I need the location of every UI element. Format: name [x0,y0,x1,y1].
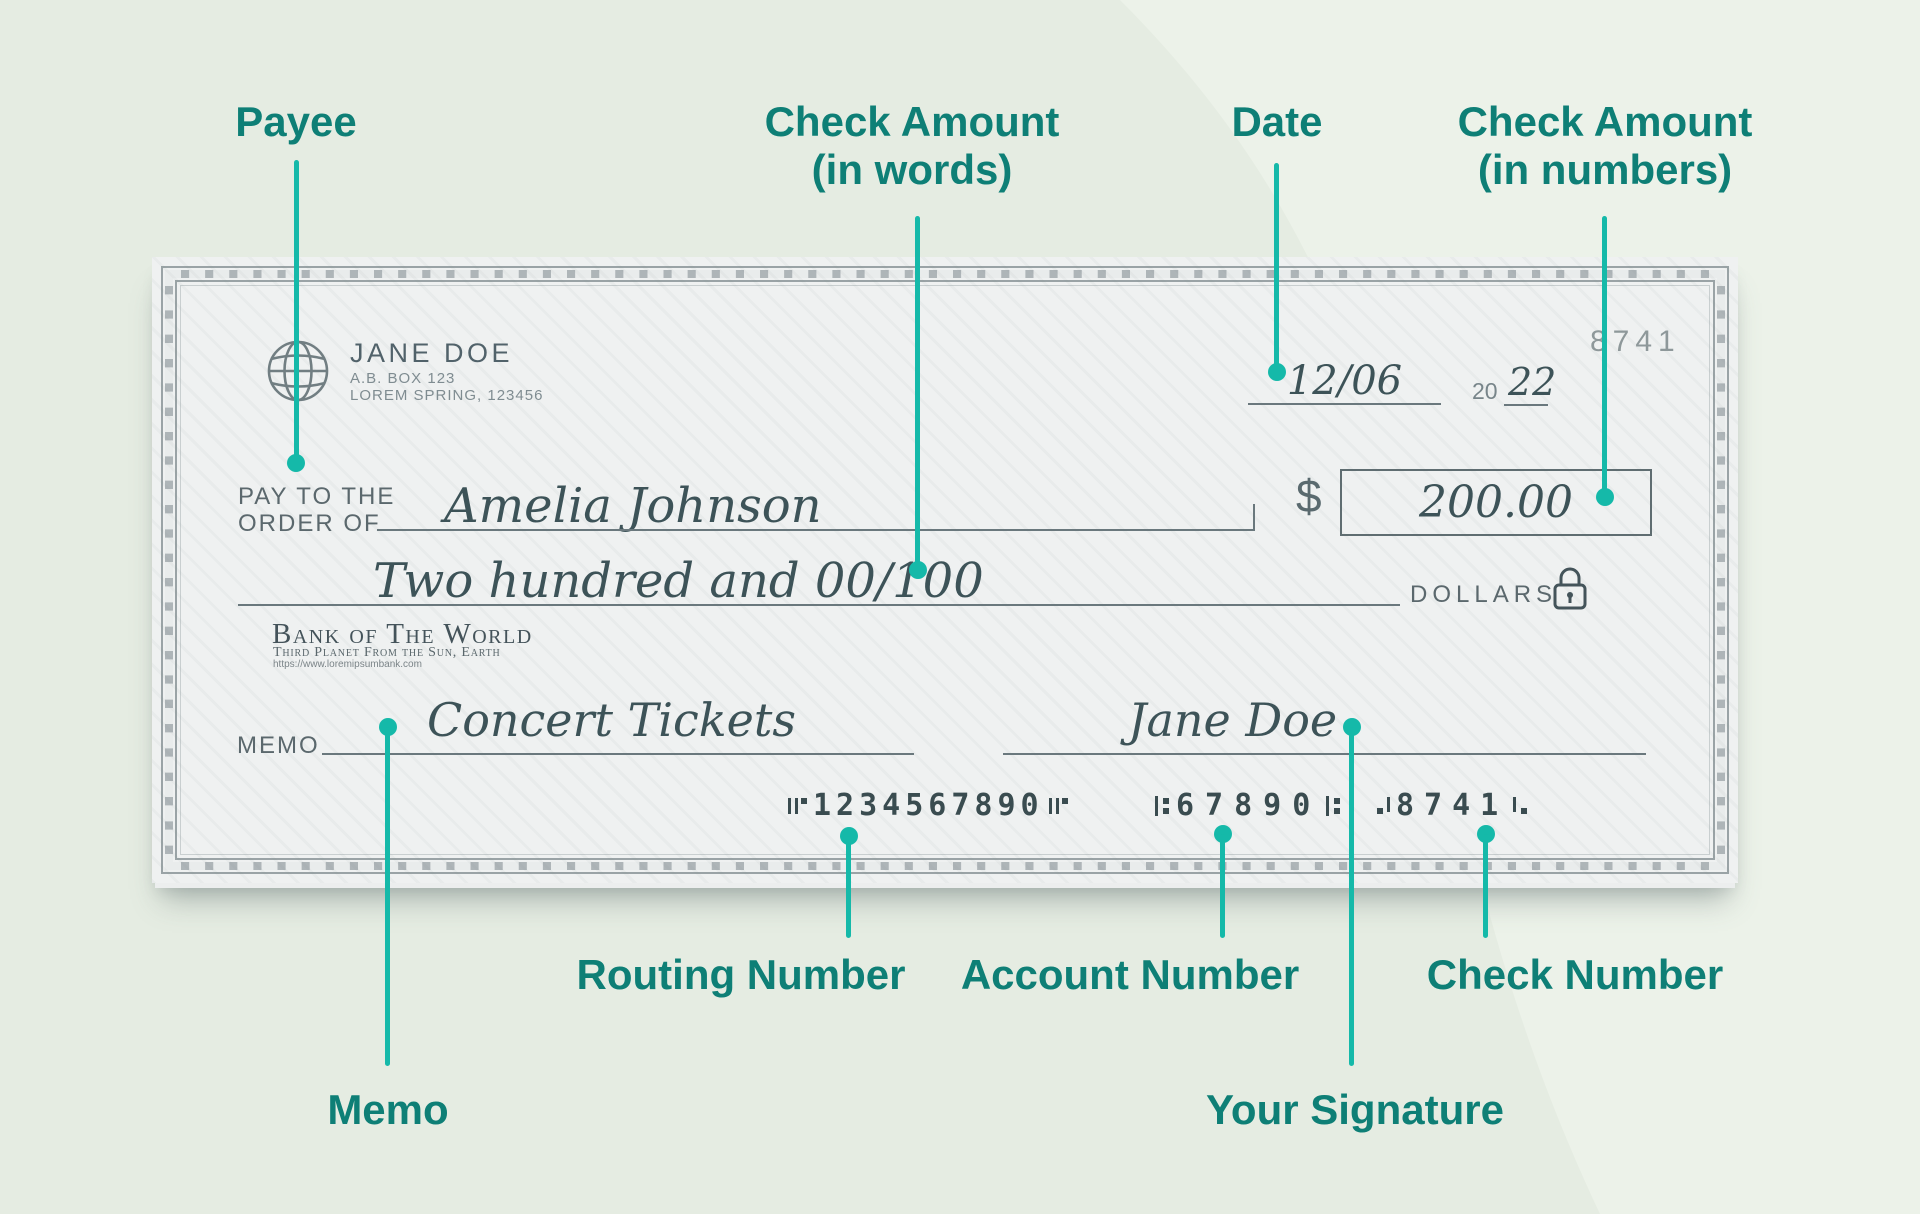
annotation-label-account: Account Number [960,951,1300,998]
annotation-line-payee [294,160,299,462]
amount-numeric-value: 200.00 [1419,476,1573,528]
annotation-line-routing [846,836,851,938]
micr-on-us-symbol [1155,796,1169,816]
annotation-dot-date [1268,363,1286,381]
annotation-label-date: Date [1231,98,1323,145]
micr-check-number-group: 8741 [1372,791,1532,821]
annotation-line-account [1220,834,1225,938]
annotation-line-signature [1349,727,1354,1066]
annotation-dot-amount-words [909,561,927,579]
memo-value: Concert Tickets [427,693,796,747]
annotation-line-check-number [1483,834,1488,938]
annotation-line-date [1274,163,1279,367]
account-holder-address-line1: A.B. BOX 123 [350,370,456,387]
annotation-label-check-number: Check Number [1426,951,1724,998]
date-year-value: 22 [1508,360,1557,404]
annotation-label-payee: Payee [235,98,357,145]
micr-account-number: 67890 [1176,788,1322,823]
annotation-label-routing: Routing Number [576,951,906,998]
amount-words-value: Two hundred and 00/100 [373,553,984,609]
check-border-inner [175,280,1715,860]
micr-check-number: 8741 [1396,788,1509,823]
date-century: 20 [1472,378,1498,404]
memo-line [322,753,914,755]
date-year-line [1504,404,1548,406]
signature-value: Jane Doe [1128,693,1338,747]
annotation-label-amount-words-line2: (in words) [811,146,1013,193]
check-border-band-dashes [165,270,1725,870]
annotation-line-amount-words [915,216,920,566]
annotation-label-amount-numbers-line1: Check Amount [1457,98,1753,145]
micr-on-us-symbol [1326,796,1341,816]
account-holder-name: JANE DOE [350,338,514,368]
micr-routing-number: 1234567890 [813,788,1044,823]
payee-line-end-tick [1253,504,1255,531]
date-line [1248,403,1441,405]
pay-to-label-line1: PAY TO THE [238,483,396,510]
pay-to-label-line2: ORDER OF [238,510,381,537]
dollar-sign: $ [1296,470,1322,522]
micr-transit-symbol [788,798,807,814]
annotation-label-amount-numbers-line2: (in numbers) [1477,146,1733,193]
date-value: 12/06 [1286,358,1403,404]
annotation-label-amount-words: Check Amount (in words) [712,98,1112,194]
annotation-line-memo [385,727,390,1066]
micr-transit-symbol [1048,798,1068,814]
micr-amount-symbol [1513,797,1528,814]
lock-icon [1553,567,1587,610]
payee-line [377,529,1255,531]
amount-words-line [238,604,1400,606]
memo-label: MEMO [237,732,320,759]
check-border-innermost [180,285,1710,855]
payee-name-value: Amelia Johnson [444,478,822,534]
annotation-label-signature: Your Signature [1206,1086,1504,1133]
micr-routing-group: 1234567890 [783,791,1074,821]
annotation-line-amount-numbers [1602,216,1607,492]
annotation-label-memo: Memo [327,1086,449,1133]
check-border-outer [161,266,1729,874]
annotation-dot-payee [287,454,305,472]
dollars-label: DOLLARS [1410,581,1558,608]
micr-account-group: 67890 [1150,791,1347,821]
bank-url: https://www.loremipsumbank.com [273,659,422,670]
annotation-label-amount-numbers: Check Amount (in numbers) [1405,98,1805,194]
micr-amount-symbol [1377,797,1390,814]
annotation-dot-amount-numbers [1596,488,1614,506]
annotation-label-amount-words-line1: Check Amount [764,98,1060,145]
bank-name: Bank of The World [272,618,533,650]
bank-tagline: Third Planet From the Sun, Earth [273,645,501,660]
signature-line [1003,753,1646,755]
amount-box: 200.00 [1340,469,1652,536]
account-holder-address-line2: LOREM SPRING, 123456 [350,387,544,404]
